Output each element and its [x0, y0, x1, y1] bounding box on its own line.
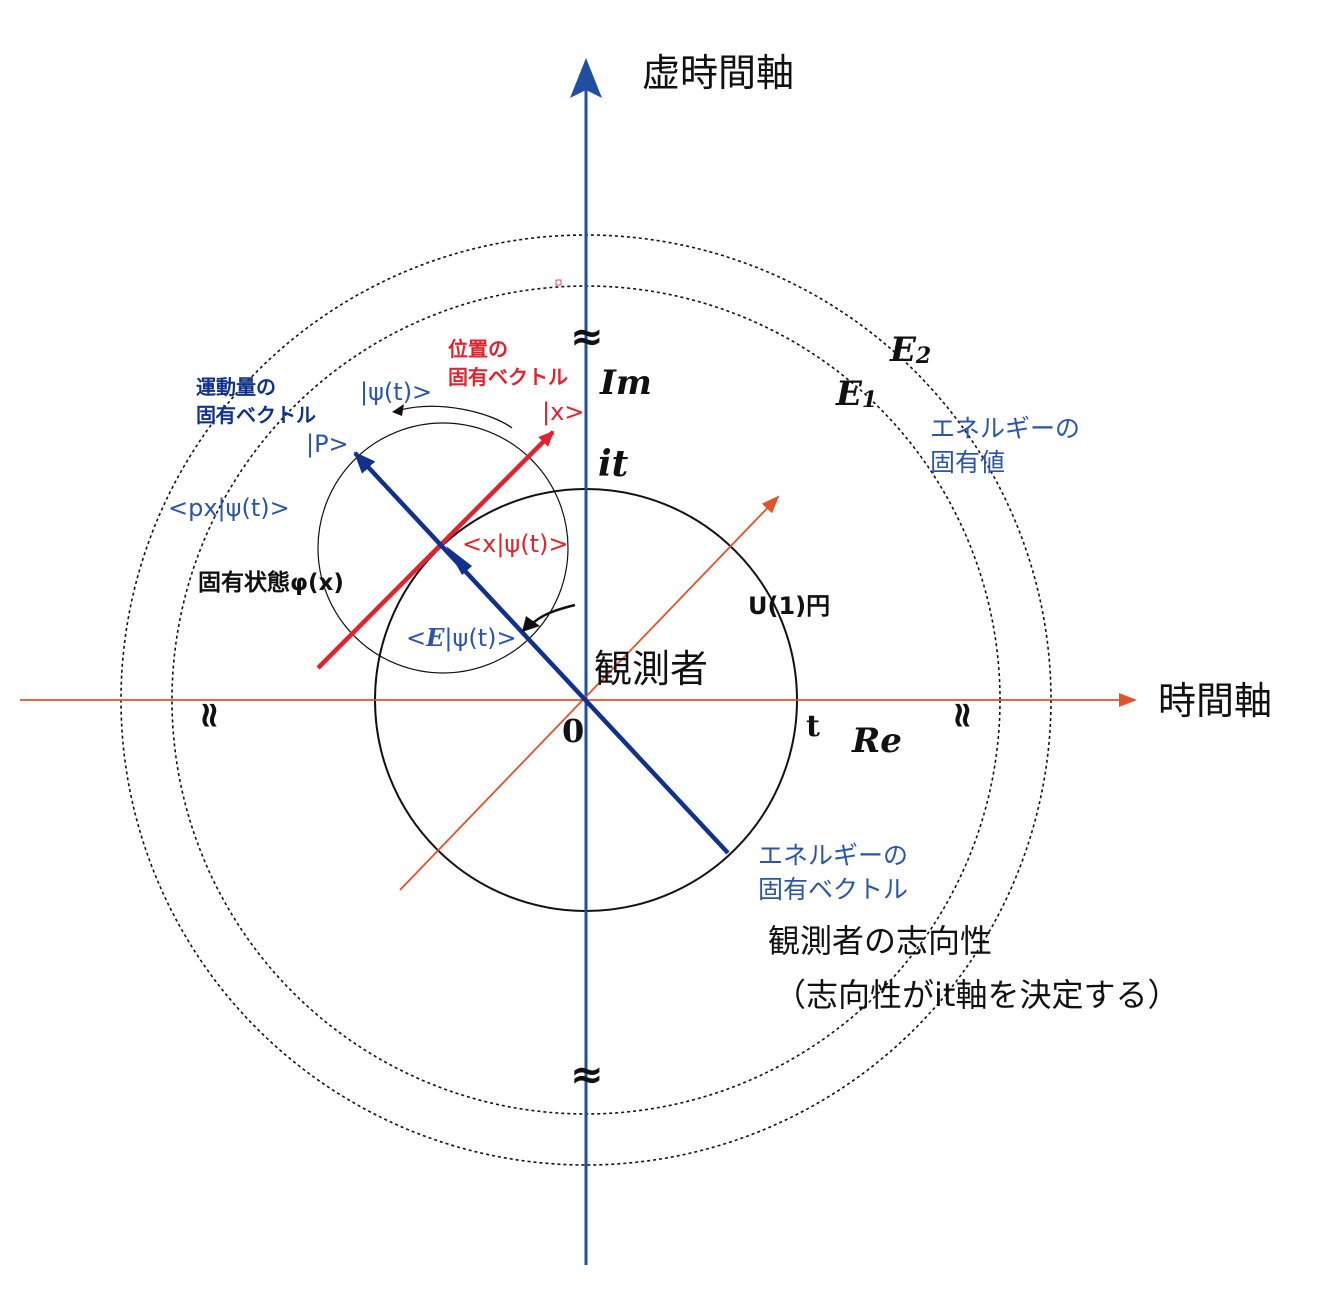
energy-eigenvector-label-line2: 固有ベクトル: [758, 875, 908, 904]
ket-p-label: |P>: [306, 430, 349, 458]
x-psi-label: <x|ψ(t)>: [462, 530, 568, 558]
eigenstate-label: 固有状態φ(x): [198, 569, 344, 596]
u1-circle-label: U(1)円: [748, 592, 830, 620]
break-mark-bottom: ≈: [570, 1052, 604, 1098]
break-mark-right: ≈: [942, 700, 983, 730]
e2-label: E2: [889, 330, 931, 370]
observer-orientation-note: （志向性がit軸を決定する）: [774, 976, 1179, 1014]
t-label: t: [806, 709, 820, 744]
e-psi-label: <E|ψ(t)>: [406, 623, 517, 652]
px-psi-label: <px|ψ(t)>: [168, 494, 290, 522]
re-label: Re: [851, 721, 902, 761]
im-label: Im: [599, 363, 652, 403]
observer-label: 観測者: [594, 647, 708, 691]
origin-label: 0: [562, 712, 584, 750]
momentum-eigenvector-title-line2: 固有ベクトル: [196, 403, 316, 427]
imaginary-time-axis-label: 虚時間軸: [642, 51, 794, 95]
projection-arrowhead: [522, 616, 540, 632]
phase-circle: [317, 422, 569, 674]
energy-eigenvalue-label-line1: エネルギーの: [930, 414, 1080, 443]
break-mark-left: ≈: [189, 700, 230, 730]
break-mark-top: ≈: [570, 314, 604, 360]
energy-vector-arrowhead: [446, 546, 472, 575]
momentum-eigenvector: [353, 451, 730, 855]
momentum-eigenvector-title-line1: 運動量の: [196, 375, 276, 399]
position-eigenvector-title-line1: 位置の: [448, 337, 508, 361]
energy-eigenvector-label-line1: エネルギーの: [758, 841, 908, 870]
e1-label: E1: [835, 374, 877, 414]
position-eigenvector-title-line2: 固有ベクトル: [448, 365, 568, 389]
psi-rotation-arrowhead: [392, 404, 404, 416]
imaginary-axis-arrowhead: [570, 58, 602, 98]
ket-x-label: |x>: [542, 398, 584, 426]
it-label: it: [598, 443, 629, 485]
ket-psi-label: |ψ(t)>: [360, 378, 432, 406]
position-eigenvector: [316, 430, 555, 670]
energy-eigenvalue-label-line2: 固有値: [930, 448, 1005, 477]
psi-rotation-arrow: [399, 405, 513, 429]
orientation-axis: [399, 495, 780, 891]
observer-orientation-label: 観測者の志向性: [768, 922, 992, 960]
time-axis-label: 時間軸: [1158, 679, 1272, 723]
small-marker: [555, 279, 562, 286]
